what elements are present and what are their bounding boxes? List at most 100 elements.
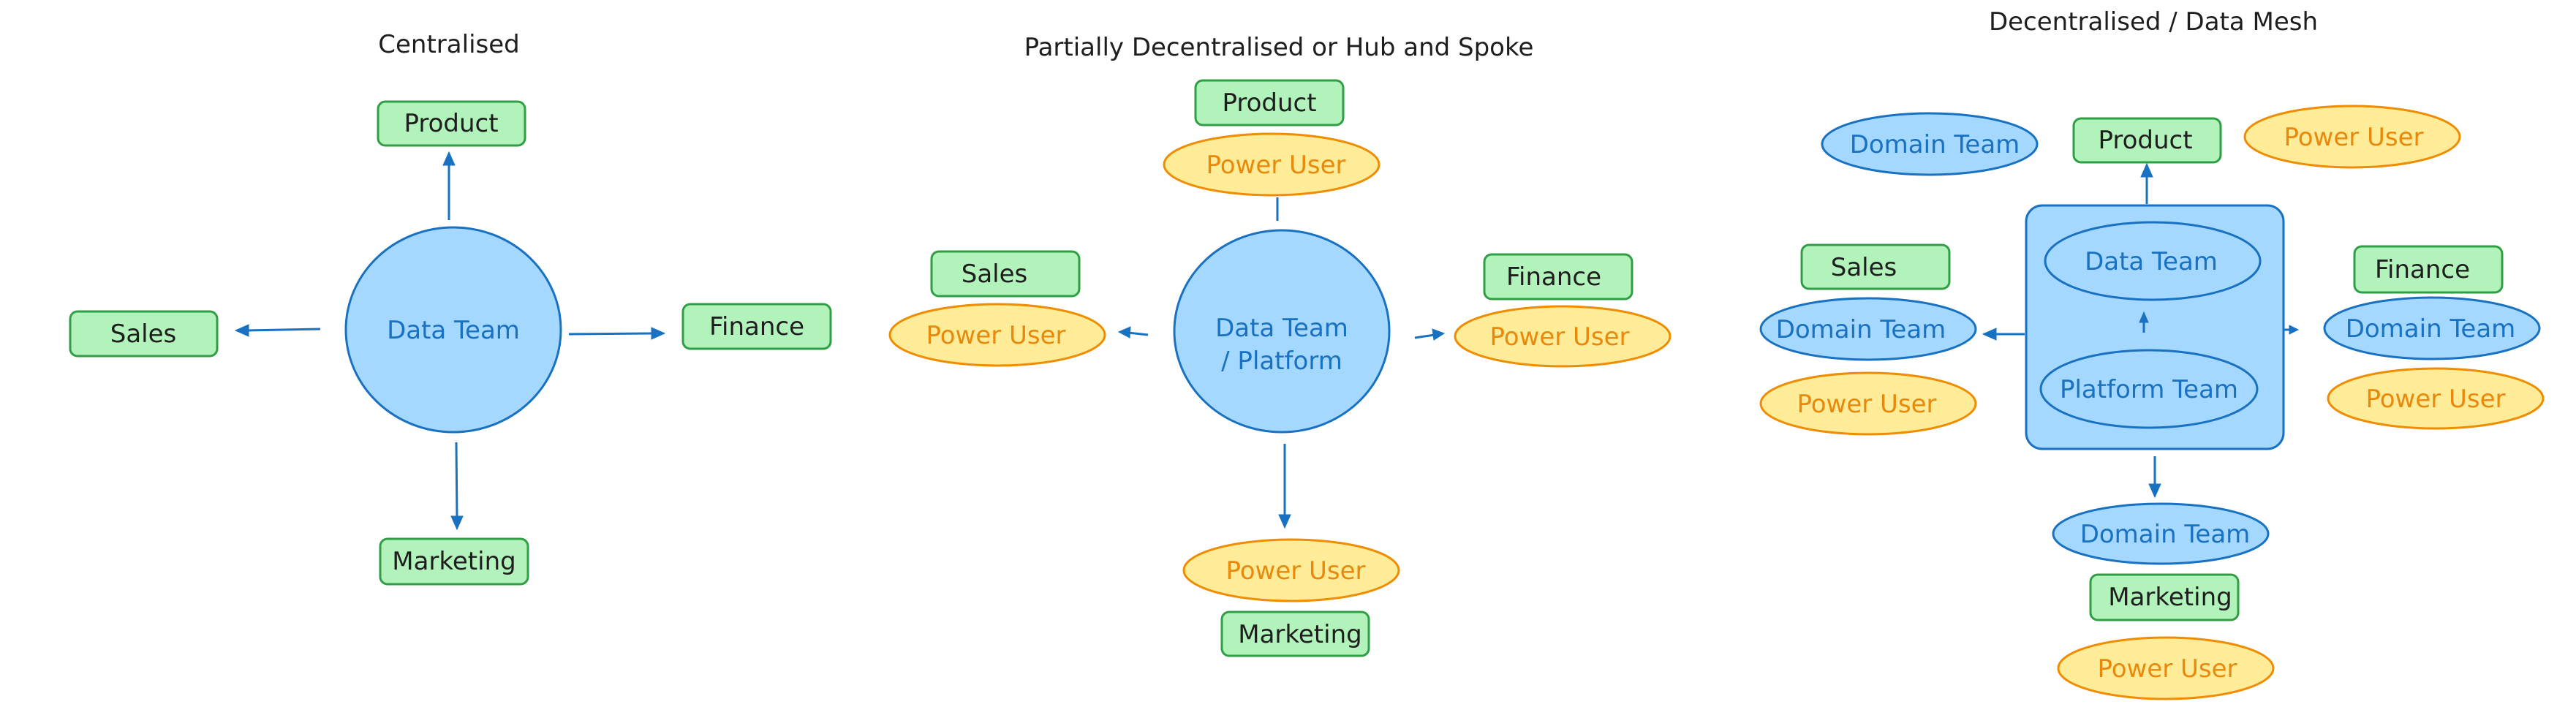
arrow-to-product	[442, 151, 456, 220]
node-sales-box	[1800, 243, 1951, 290]
node-sales-label: Sales	[1831, 253, 1897, 282]
hub-label: Data Team	[387, 316, 520, 345]
hub-label-line-2: / Platform	[1221, 347, 1342, 376]
node-product[interactable]: Product	[377, 100, 526, 147]
node-sales[interactable]: Sales	[69, 310, 219, 358]
node-finance-power-user[interactable]: Power User	[2327, 367, 2545, 430]
power-user-label: Power User	[1489, 322, 1629, 352]
node-product-label: Product	[2098, 126, 2192, 155]
node-sales[interactable]: Sales	[1800, 243, 1951, 290]
power-user-ellipse	[2057, 636, 2275, 700]
hub-platform-team[interactable]: Platform Team	[2039, 349, 2259, 429]
node-marketing[interactable]: Marketing	[1220, 610, 1370, 657]
node-sales-power-user[interactable]: Power User	[1759, 371, 1977, 436]
node-finance-label: Finance	[709, 312, 804, 341]
node-marketing[interactable]: Marketing	[2089, 573, 2240, 621]
node-sales-box	[930, 250, 1081, 298]
node-product-box	[1194, 79, 1345, 126]
node-product-label: Product	[404, 109, 498, 138]
node-finance[interactable]: Finance	[2353, 245, 2504, 294]
node-product-domain-team[interactable]: Domain Team	[1821, 112, 2039, 176]
node-product-label: Product	[1222, 88, 1316, 118]
power-user-ellipse	[2327, 367, 2545, 430]
node-marketing-power-user[interactable]: Power User	[1182, 538, 1400, 602]
node-product[interactable]: Product	[1194, 79, 1345, 126]
node-marketing[interactable]: Marketing	[379, 537, 529, 586]
domain-team-ellipse	[2323, 296, 2541, 360]
diagram-data-mesh: Decentralised / Data Mesh Domain Team Pr…	[1759, 7, 2545, 700]
domain-team-ellipse	[2052, 502, 2270, 565]
diagram-title-centralised: Centralised	[378, 30, 519, 59]
power-user-label: Power User	[2097, 654, 2237, 684]
power-user-label: Power User	[1206, 151, 1345, 180]
node-finance-box	[2353, 245, 2504, 294]
hub-data-team[interactable]: Data Team	[344, 226, 562, 434]
diagram-title-data-mesh: Decentralised / Data Mesh	[1989, 7, 2318, 37]
node-marketing-domain-team[interactable]: Domain Team	[2052, 502, 2270, 565]
arrow-to-marketing	[1278, 444, 1291, 529]
node-sales-label: Sales	[110, 320, 177, 349]
arrow-to-finance	[568, 327, 666, 340]
node-finance-power-user[interactable]: Power User	[1454, 305, 1672, 368]
power-user-label: Power User	[926, 321, 1065, 350]
node-product[interactable]: Product	[2072, 117, 2222, 164]
domain-team-ellipse	[1759, 297, 1977, 361]
node-sales[interactable]: Sales	[930, 250, 1081, 298]
arrow-to-sales-domain-team	[1982, 328, 2025, 341]
domain-team-label: Domain Team	[2080, 520, 2251, 549]
data-team-label: Data Team	[2085, 247, 2218, 276]
domain-team-label: Domain Team	[1850, 130, 2020, 159]
node-product-box	[2072, 117, 2222, 164]
node-marketing-box	[379, 537, 529, 586]
power-user-label: Power User	[2284, 123, 2423, 152]
arrow-to-product	[2140, 162, 2153, 204]
node-marketing-box	[2089, 573, 2240, 621]
diagram-hub-and-spoke: Partially Decentralised or Hub and Spoke…	[888, 33, 1672, 657]
node-sales-label: Sales	[962, 260, 1028, 289]
arrow-to-finance	[1414, 328, 1446, 341]
node-finance[interactable]: Finance	[681, 303, 832, 350]
node-finance-label: Finance	[1506, 262, 1601, 292]
node-product-power-user[interactable]: Power User	[1163, 132, 1380, 197]
power-user-label: Power User	[1225, 556, 1365, 586]
domain-team-label: Domain Team	[1776, 315, 1946, 344]
platform-team-ellipse	[2039, 349, 2259, 429]
diagram-title-hub-and-spoke: Partially Decentralised or Hub and Spoke	[1024, 33, 1534, 62]
node-product-power-user[interactable]: Power User	[2243, 105, 2461, 169]
power-user-label: Power User	[2365, 385, 2505, 414]
domain-team-label: Domain Team	[2346, 314, 2516, 344]
node-finance-label: Finance	[2375, 255, 2470, 284]
node-marketing-label: Marketing	[2108, 583, 2232, 612]
arrow-platform-to-data-team	[2139, 311, 2149, 333]
node-sales-domain-team[interactable]: Domain Team	[1759, 297, 1977, 361]
hub-circle	[1173, 229, 1391, 434]
node-marketing-label: Marketing	[392, 547, 515, 576]
hub-data-team[interactable]: Data Team	[2044, 221, 2262, 301]
node-product-box	[377, 100, 526, 147]
arrow-to-sales	[1117, 326, 1149, 339]
power-user-ellipse	[888, 303, 1106, 367]
hub-label-line-1: Data Team	[1215, 314, 1348, 343]
node-finance-domain-team[interactable]: Domain Team	[2323, 296, 2541, 360]
power-user-ellipse	[1759, 371, 1977, 436]
power-user-ellipse	[1454, 305, 1672, 368]
data-team-ellipse	[2044, 221, 2262, 301]
hub-circle	[344, 226, 562, 434]
power-user-ellipse	[1163, 132, 1380, 197]
node-marketing-power-user[interactable]: Power User	[2057, 636, 2275, 700]
arrow-to-sales	[234, 324, 321, 337]
node-finance-box	[681, 303, 832, 350]
platform-team-label: Platform Team	[2060, 375, 2238, 404]
node-sales-power-user[interactable]: Power User	[888, 303, 1106, 367]
hub-data-team-platform[interactable]: Data Team / Platform	[1173, 229, 1391, 434]
node-finance[interactable]: Finance	[1483, 253, 1633, 300]
node-sales-box	[69, 310, 219, 358]
power-user-ellipse	[1182, 538, 1400, 602]
power-user-ellipse	[2243, 105, 2461, 169]
node-marketing-label: Marketing	[1238, 620, 1361, 649]
node-marketing-box	[1220, 610, 1370, 657]
power-user-label: Power User	[1797, 390, 1936, 419]
diagram-centralised: Centralised Product Data Team Sales Fina…	[69, 30, 832, 586]
arrow-to-finance-domain-team	[2284, 325, 2300, 335]
